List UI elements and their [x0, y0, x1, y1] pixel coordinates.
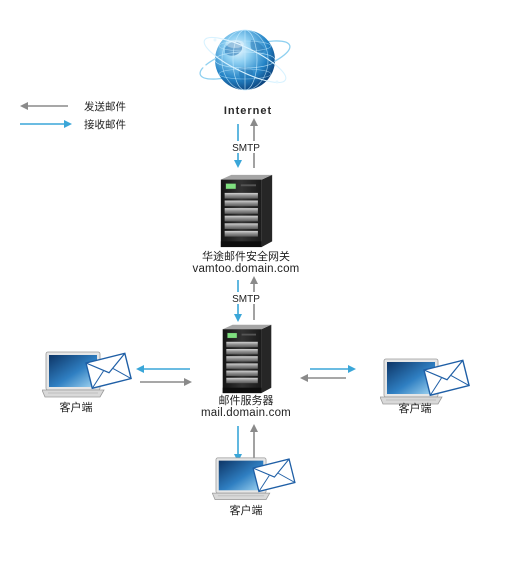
bottom-client-laptop-mail-icon — [212, 457, 296, 501]
left-client-to-mailserver-arrow — [140, 378, 192, 386]
right-client-to-mailserver-arrow — [300, 374, 346, 382]
smtp-label-internet-gateway: SMTP — [232, 143, 260, 154]
legend-send-arrow — [20, 102, 68, 110]
legend-send-label: 发送邮件 — [84, 100, 126, 113]
right-client-label: 客户端 — [399, 401, 432, 415]
mailserver-to-bottom-client-arrow — [234, 426, 242, 462]
bottom-client-to-mailserver-arrow — [250, 424, 258, 462]
globe-icon — [195, 28, 295, 92]
bottom-client-label: 客户端 — [230, 503, 263, 517]
mail-server-name: 邮件服务器 — [219, 394, 274, 407]
smtp-label-bg — [230, 141, 262, 153]
mailserver-to-left-client-arrow — [136, 365, 190, 373]
smtp-label-gateway-mailserver: SMTP — [232, 294, 260, 305]
mail-server-icon — [222, 324, 272, 394]
legend: 发送邮件 接收邮件 — [20, 100, 126, 131]
legend-receive-label: 接收邮件 — [84, 118, 126, 131]
legend-receive-arrow — [20, 120, 72, 128]
gateway-host: vamtoo.domain.com — [193, 263, 300, 275]
smtp-label-bg — [230, 292, 262, 304]
gateway-server-icon — [220, 174, 273, 248]
mail-server-host: mail.domain.com — [201, 407, 291, 419]
left-client-label: 客户端 — [60, 400, 93, 414]
left-client-laptop-mail-icon — [42, 351, 132, 398]
right-client-laptop-mail-icon — [380, 358, 470, 405]
internet-label: Internet — [224, 105, 272, 117]
mailserver-to-right-client-arrow — [310, 365, 356, 373]
gateway-name: 华途邮件安全网关 — [202, 249, 290, 263]
